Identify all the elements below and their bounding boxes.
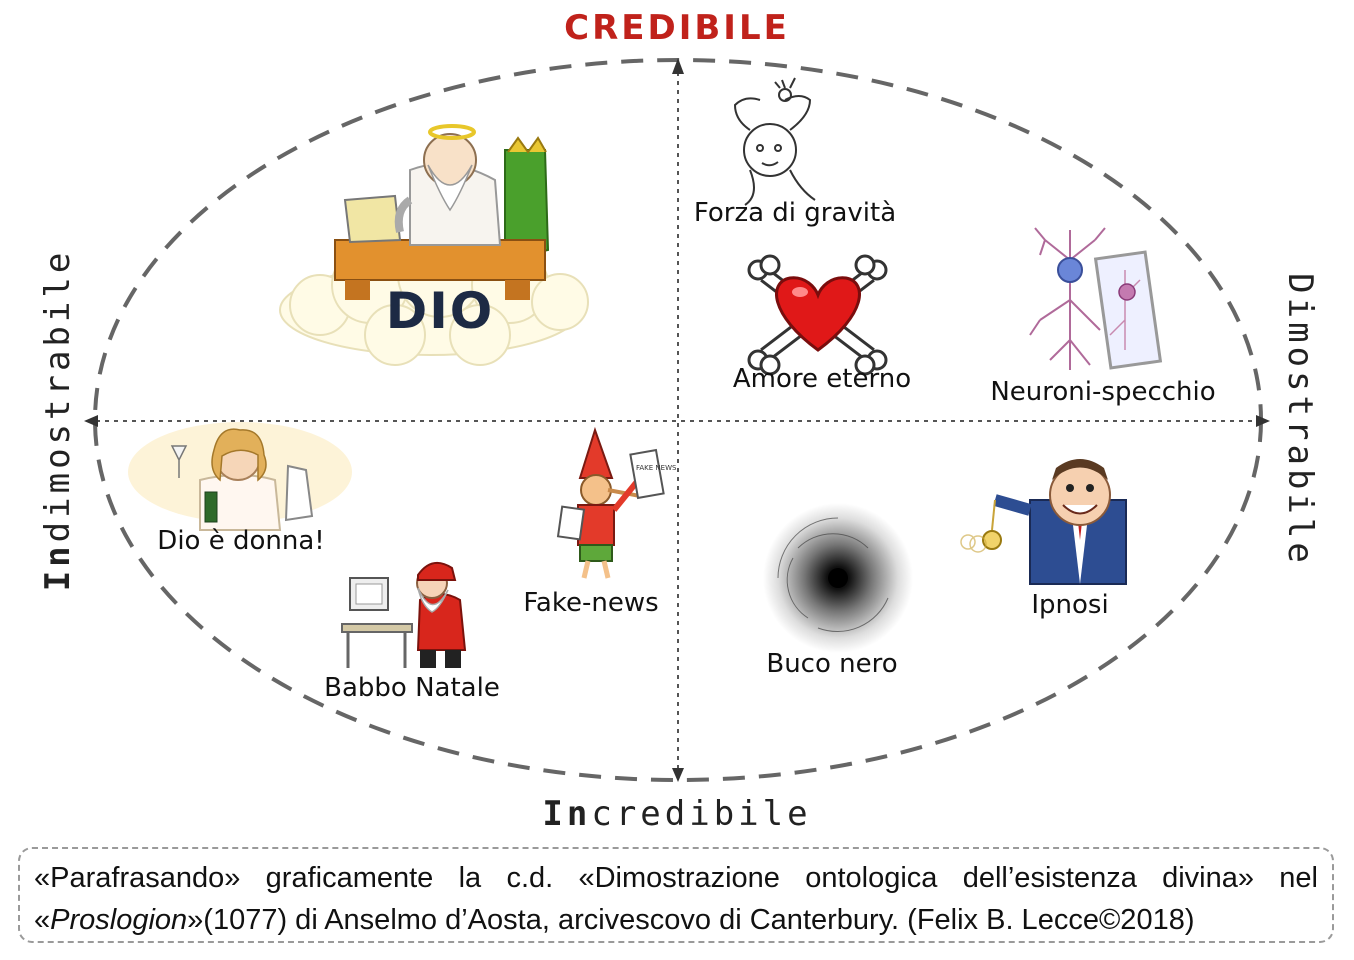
eternal-love-label: Amore eterno (732, 364, 912, 394)
arrow-up-icon (672, 58, 684, 74)
hypnosis-label: Ipnosi (1031, 590, 1109, 620)
news-sign-text: FAKE NEWS (636, 464, 677, 472)
arrow-left-icon (84, 415, 98, 427)
god-at-desk-icon (279, 124, 589, 366)
caption-quote-open: « (34, 904, 51, 936)
arrow-down-icon (672, 768, 684, 782)
heart-crossbones-icon (747, 254, 888, 376)
gravity-label: Forza di gravità (693, 198, 897, 228)
caption-line-1: «Parafrasando» graficamente la c.d. «Dim… (34, 862, 1318, 894)
dio-label: DIO (385, 282, 495, 340)
caption-title-italic: Proslogion (50, 904, 188, 936)
axis-right-label: Dimostrabile (1280, 273, 1320, 567)
pinocchio-icon: FAKE NEWS (556, 426, 677, 579)
axis-bottom-rest: credibile (591, 794, 812, 834)
caption-line-2: «Proslogion»(1077) di Anselmo d’Aosta, a… (34, 899, 1318, 941)
caption-box: «Parafrasando» graficamente la c.d. «Dim… (18, 847, 1334, 943)
axis-left-rest: dimostrabile (38, 248, 78, 543)
god-woman-label: Dio è donna! (157, 526, 325, 556)
goddess-icon (128, 422, 352, 531)
arrow-right-icon (1256, 415, 1270, 427)
mirror-neurons-label: Neuroni-specchio (990, 377, 1216, 407)
santa-computer-icon (341, 561, 467, 668)
black-hole-icon (763, 503, 913, 653)
axis-left-label: Indimostrabile (38, 249, 78, 592)
newton-sketch-icon (733, 77, 816, 206)
axis-left-bold: In (38, 542, 78, 592)
caption-line-2-rest: »(1077) di Anselmo d’Aosta, arcivescovo … (187, 904, 1195, 936)
axis-bottom-bold: In (542, 794, 592, 834)
fake-news-label: Fake-news (523, 588, 659, 618)
mirror-neurons-icon (1029, 227, 1163, 370)
axis-top-label: CREDIBILE (564, 8, 790, 48)
axis-bottom-label: Incredibile (0, 794, 1354, 834)
black-hole-label: Buco nero (766, 649, 898, 679)
santa-label: Babbo Natale (324, 673, 500, 703)
hypnotist-icon (960, 459, 1127, 585)
